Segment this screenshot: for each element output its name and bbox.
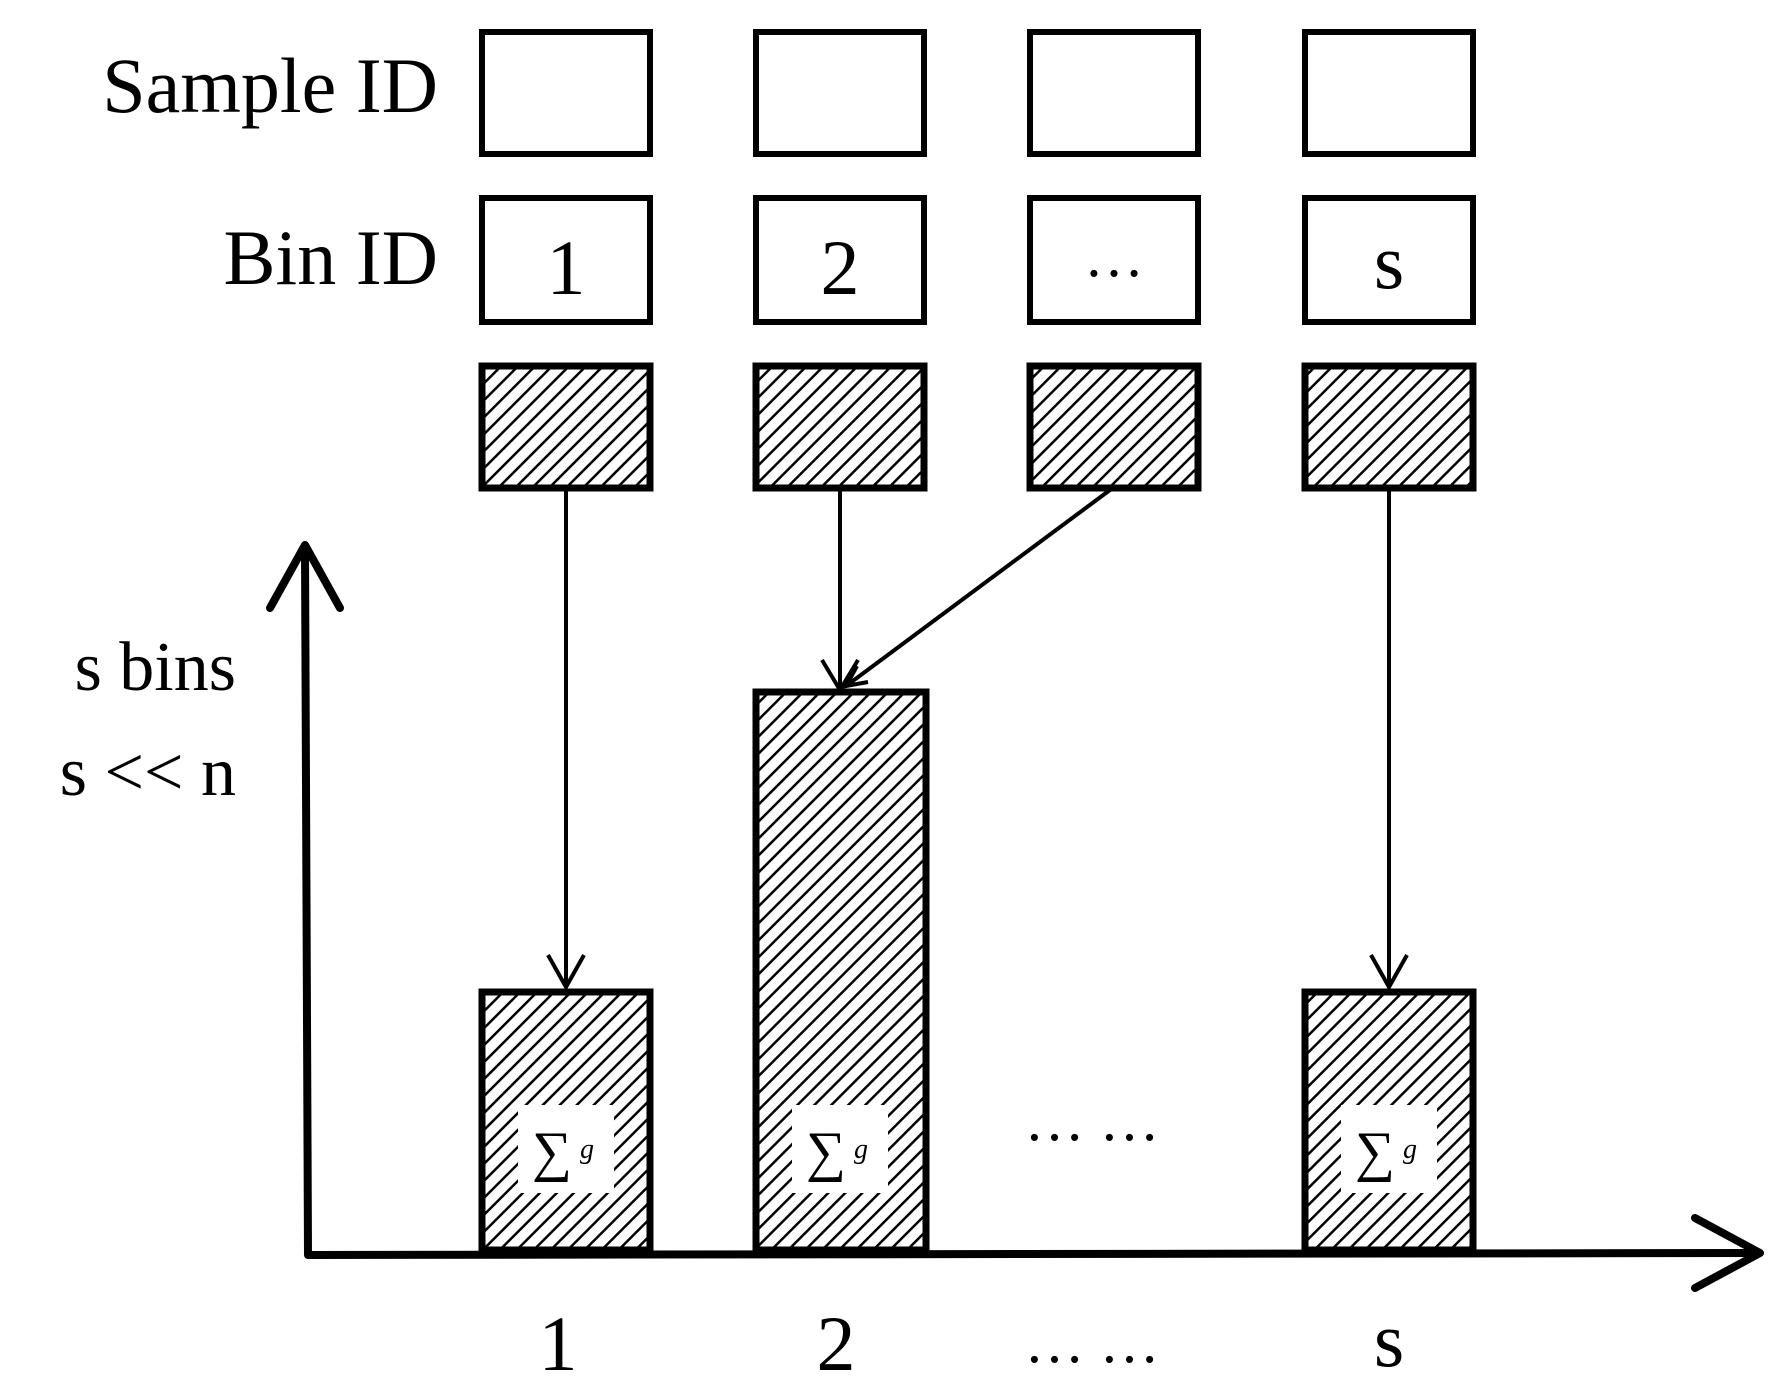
arrow-s xyxy=(1369,490,1409,992)
sample-id-box-1 xyxy=(479,29,653,157)
sum-subscript-1: g xyxy=(580,1134,594,1165)
x-tick-ellipsis: … … xyxy=(1025,1309,1160,1375)
sum-symbol-s: ∑ xyxy=(1355,1121,1395,1183)
bin-id-label: Bin ID xyxy=(224,214,439,301)
axes xyxy=(266,541,1764,1292)
bar-sum-label-s: ∑ g xyxy=(1341,1105,1437,1193)
bin-id-box-3 xyxy=(1027,195,1201,325)
bar-sum-label-1: ∑ g xyxy=(518,1105,614,1193)
x-tick-2: 2 xyxy=(817,1300,856,1387)
bin-id-value-3: … xyxy=(1084,223,1144,289)
sample-block-1 xyxy=(478,362,654,492)
x-axis xyxy=(306,1249,1759,1259)
sample-block-3 xyxy=(1026,362,1202,492)
bin-id-box-2 xyxy=(753,195,927,325)
arrow-2 xyxy=(820,490,860,694)
sample-id-boxes xyxy=(479,29,1476,157)
bin-id-value-2: 2 xyxy=(821,224,860,311)
bar-sum-label-2: ∑ g xyxy=(792,1105,888,1193)
sample-id-box-2 xyxy=(753,29,927,157)
y-axis-label-line1: s bins xyxy=(75,629,236,706)
sample-id-box-3 xyxy=(1027,29,1201,157)
sum-subscript-s: g xyxy=(1403,1134,1417,1165)
sample-block-2 xyxy=(752,362,928,492)
x-axis-ticks: 1 2 … … s xyxy=(539,1296,1405,1387)
bar-ellipsis: … … xyxy=(1025,1087,1160,1153)
y-axis-arrowhead xyxy=(266,541,344,612)
sum-subscript-2: g xyxy=(854,1134,868,1165)
bin-id-box-s xyxy=(1302,195,1476,325)
sum-symbol-2: ∑ xyxy=(806,1121,846,1183)
bin-id-value-s: s xyxy=(1374,218,1404,305)
bin-id-value-1: 1 xyxy=(547,224,586,311)
histogram-bars: ∑ g ∑ g ∑ g … … xyxy=(478,688,1477,1254)
y-axis xyxy=(301,546,312,1259)
sample-blocks xyxy=(478,362,1477,492)
bin-id-box-1 xyxy=(479,195,653,325)
x-tick-s: s xyxy=(1374,1296,1404,1383)
bin-id-boxes: 1 2 … s xyxy=(479,195,1476,325)
x-axis-arrowhead xyxy=(1691,1214,1764,1292)
sample-id-label: Sample ID xyxy=(102,42,438,129)
mapping-arrows xyxy=(546,488,1409,992)
sample-block-s xyxy=(1301,362,1477,492)
arrow-1 xyxy=(546,490,586,992)
arrow-3 xyxy=(842,488,1112,689)
sum-symbol-1: ∑ xyxy=(532,1121,572,1183)
x-tick-1: 1 xyxy=(539,1300,578,1387)
sample-id-box-s xyxy=(1302,29,1476,157)
y-axis-label-line2: s << n xyxy=(60,734,236,811)
